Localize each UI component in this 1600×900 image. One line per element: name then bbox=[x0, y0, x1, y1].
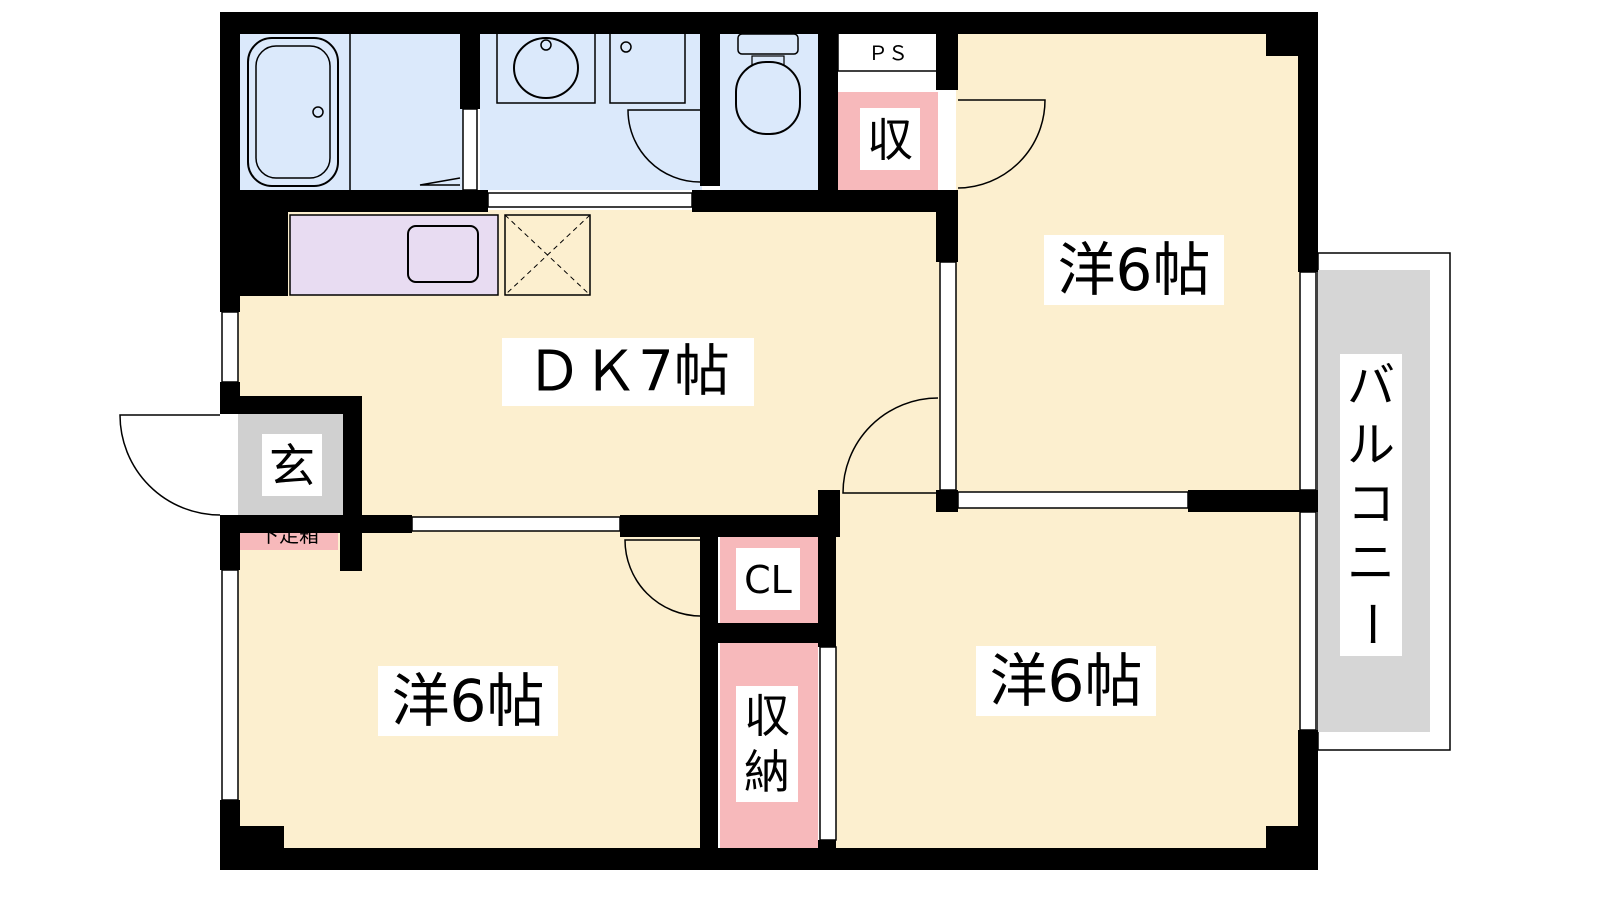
walls bbox=[220, 12, 1318, 870]
closet-label: CL bbox=[744, 558, 792, 602]
storage-label-1: 収 bbox=[744, 689, 790, 743]
pipe-space-label: ＰＳ bbox=[868, 41, 908, 65]
storage-label-2: 納 bbox=[744, 745, 790, 799]
balcony-char-1: バ bbox=[1347, 358, 1395, 414]
toilet-tank bbox=[737, 33, 799, 55]
room-label-western-upper-right: 洋6帖 bbox=[1058, 236, 1211, 304]
washbasin-tap bbox=[540, 39, 552, 51]
room-label-western-lower-right: 洋6帖 bbox=[990, 647, 1143, 715]
room-label-western-lower-left: 洋6帖 bbox=[392, 667, 545, 735]
balcony-char-5: ー bbox=[1343, 600, 1399, 648]
washbasin-counter bbox=[496, 32, 596, 104]
shoe-box-label: 下足箱 bbox=[259, 523, 319, 547]
balcony-char-2: ル bbox=[1347, 417, 1395, 473]
bathtub-inner bbox=[255, 45, 331, 179]
room-label-dk: ＤＫ7帖 bbox=[526, 340, 730, 405]
openings bbox=[221, 108, 1317, 841]
fridge-space-cross-b bbox=[504, 214, 591, 296]
washer-dot bbox=[620, 41, 632, 53]
entrance-label: 玄 bbox=[269, 439, 315, 493]
bathtub-drain bbox=[312, 106, 324, 118]
toilet-bowl bbox=[735, 61, 801, 135]
storage-small-label: 収 bbox=[867, 113, 913, 167]
kitchen-sink bbox=[407, 225, 479, 283]
balcony-char-3: コ bbox=[1347, 476, 1395, 532]
door-swings bbox=[119, 99, 1046, 617]
balcony-char-4: ニ bbox=[1347, 535, 1395, 591]
bathtub bbox=[247, 37, 339, 187]
washbasin-bowl bbox=[513, 37, 579, 99]
ps-box bbox=[837, 32, 939, 72]
washing-machine-space bbox=[609, 32, 686, 104]
